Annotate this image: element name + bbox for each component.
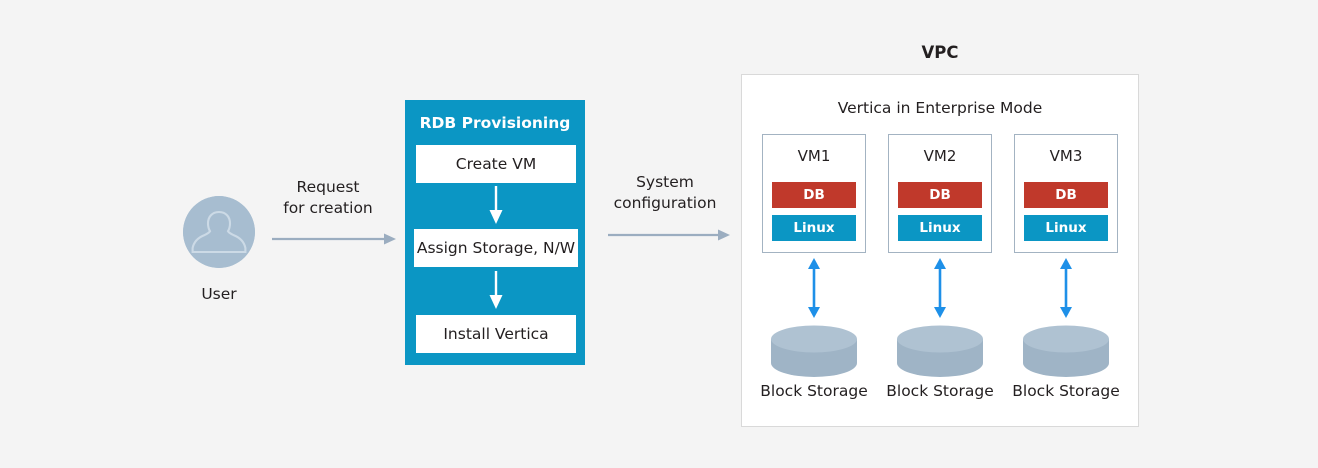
storage-label-1: Block Storage — [760, 382, 868, 400]
rdb-step-assign-storage: Assign Storage, N/W — [414, 229, 578, 267]
request-flow-line1: Request — [296, 178, 360, 196]
rdb-provisioning-title: RDB Provisioning — [419, 114, 571, 132]
storage-label-3: Block Storage — [1012, 382, 1120, 400]
vertica-enterprise-mode-title: Vertica in Enterprise Mode — [837, 99, 1043, 117]
database-cylinder-icon — [1021, 325, 1111, 377]
system-flow-line2: configuration — [613, 194, 717, 212]
arrow-up-down-icon — [1058, 258, 1074, 318]
vm-os-bar-2: Linux — [898, 215, 982, 241]
vm-name-2: VM2 — [923, 147, 957, 165]
vpc-title: VPC — [921, 43, 959, 62]
system-flow-line1: System — [636, 173, 694, 191]
user-avatar-icon — [183, 196, 255, 268]
rdb-provisioning-panel: RDB Provisioning Create VM Assign Storag… — [405, 100, 585, 365]
vm-box-3: VM3 DB Linux — [1014, 134, 1118, 253]
vm-db-bar-2: DB — [898, 182, 982, 208]
vm-db-bar-1: DB — [772, 182, 856, 208]
system-configuration-flow-label: System configuration — [595, 172, 735, 214]
arrow-down-icon — [489, 271, 503, 309]
rdb-step-create-vm: Create VM — [416, 145, 576, 183]
arrow-down-icon — [489, 186, 503, 224]
user-label: User — [201, 285, 237, 303]
request-flow-label: Request for creation — [258, 177, 398, 219]
vm-name-1: VM1 — [797, 147, 831, 165]
database-cylinder-icon — [769, 325, 859, 377]
arrow-right-icon — [272, 231, 396, 245]
vm-box-1: VM1 DB Linux — [762, 134, 866, 253]
vm-name-3: VM3 — [1049, 147, 1083, 165]
storage-label-2: Block Storage — [886, 382, 994, 400]
vm-os-bar-1: Linux — [772, 215, 856, 241]
database-cylinder-icon — [895, 325, 985, 377]
request-flow-line2: for creation — [283, 199, 373, 217]
vm-os-bar-3: Linux — [1024, 215, 1108, 241]
vm-box-2: VM2 DB Linux — [888, 134, 992, 253]
arrow-up-down-icon — [932, 258, 948, 318]
arrow-right-icon — [608, 227, 730, 241]
vm-db-bar-3: DB — [1024, 182, 1108, 208]
arrow-up-down-icon — [806, 258, 822, 318]
rdb-step-install-vertica: Install Vertica — [416, 315, 576, 353]
